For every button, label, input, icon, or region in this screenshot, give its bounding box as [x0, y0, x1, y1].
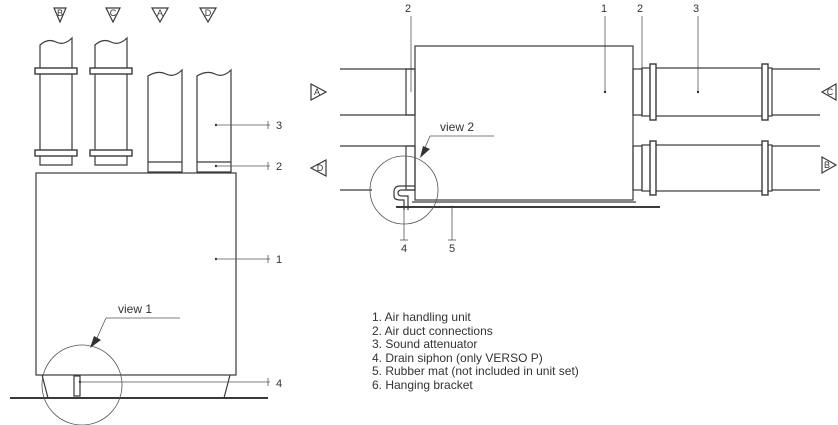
sound-attenuator-upper	[641, 63, 820, 121]
callout-3-left: 3	[214, 120, 282, 132]
air-handling-unit-top	[414, 45, 634, 201]
legend-item: 3. Sound attenuator	[372, 337, 478, 352]
top-callout-3: 3	[693, 3, 700, 94]
legend-item: 4. Drain siphon (only VERSO P)	[372, 350, 543, 365]
svg-text:3: 3	[276, 120, 282, 132]
left-view: B C A D	[10, 7, 282, 425]
callout-1-left: 1	[214, 254, 282, 266]
svg-text:D: D	[205, 8, 212, 18]
svg-text:A: A	[157, 8, 163, 18]
svg-text:4: 4	[276, 378, 282, 390]
top-callout-1: 1	[601, 3, 607, 94]
svg-text:5: 5	[449, 243, 455, 255]
callout-4-left: 4	[78, 378, 282, 390]
svg-text:2: 2	[637, 3, 643, 15]
top-callout-2a: 2	[405, 3, 412, 92]
drain-siphon-detail	[393, 185, 415, 210]
legend: 1. Air handling unit 2. Air duct connect…	[372, 310, 579, 393]
bottom-callout-4: 4	[400, 210, 408, 255]
duct-marker-b: B	[53, 7, 67, 24]
side-marker-d: D	[309, 159, 327, 177]
svg-text:C: C	[827, 87, 834, 97]
svg-text:3: 3	[693, 3, 699, 15]
svg-text:2: 2	[405, 3, 411, 15]
svg-text:B: B	[824, 160, 830, 170]
svg-text:2: 2	[276, 161, 282, 173]
duct-a	[147, 68, 183, 173]
legend-item: 5. Rubber mat (not included in unit set)	[372, 364, 579, 379]
svg-text:1: 1	[601, 3, 607, 15]
duct-marker-c: C	[105, 7, 121, 24]
legend-item: 6. Hanging bracket	[372, 377, 473, 392]
side-marker-a: A	[310, 83, 328, 101]
svg-text:view 2: view 2	[440, 120, 474, 134]
svg-text:1: 1	[276, 254, 282, 266]
svg-text:D: D	[317, 163, 324, 173]
side-marker-b: B	[821, 155, 838, 175]
air-handling-unit-side	[35, 172, 237, 376]
legend-item: 1. Air handling unit	[372, 310, 471, 324]
sound-attenuator-left	[34, 36, 78, 166]
svg-text:C: C	[110, 8, 117, 18]
right-view: 2 1 2 3	[309, 3, 838, 255]
drain-siphon-left	[73, 375, 81, 397]
sound-attenuator-right	[89, 36, 133, 166]
svg-text:view 1: view 1	[118, 302, 152, 316]
view-2-callout: view 2	[420, 120, 494, 158]
duct-marker-a: A	[150, 7, 170, 24]
svg-text:4: 4	[401, 243, 407, 255]
svg-text:A: A	[314, 87, 320, 97]
view-1-callout: view 1	[90, 302, 180, 348]
view-1-circle	[41, 344, 123, 425]
duct-left-upper	[340, 68, 415, 116]
bottom-callout-5: 5	[448, 205, 456, 255]
legend-item: 2. Air duct connections	[372, 323, 493, 338]
callout-2-left: 2	[214, 161, 282, 173]
duct-d	[196, 68, 232, 173]
svg-text:B: B	[57, 8, 63, 18]
sound-attenuator-lower	[641, 140, 820, 196]
duct-left-lower	[340, 145, 415, 191]
side-marker-c: C	[820, 82, 837, 102]
duct-marker-d: D	[198, 7, 218, 24]
